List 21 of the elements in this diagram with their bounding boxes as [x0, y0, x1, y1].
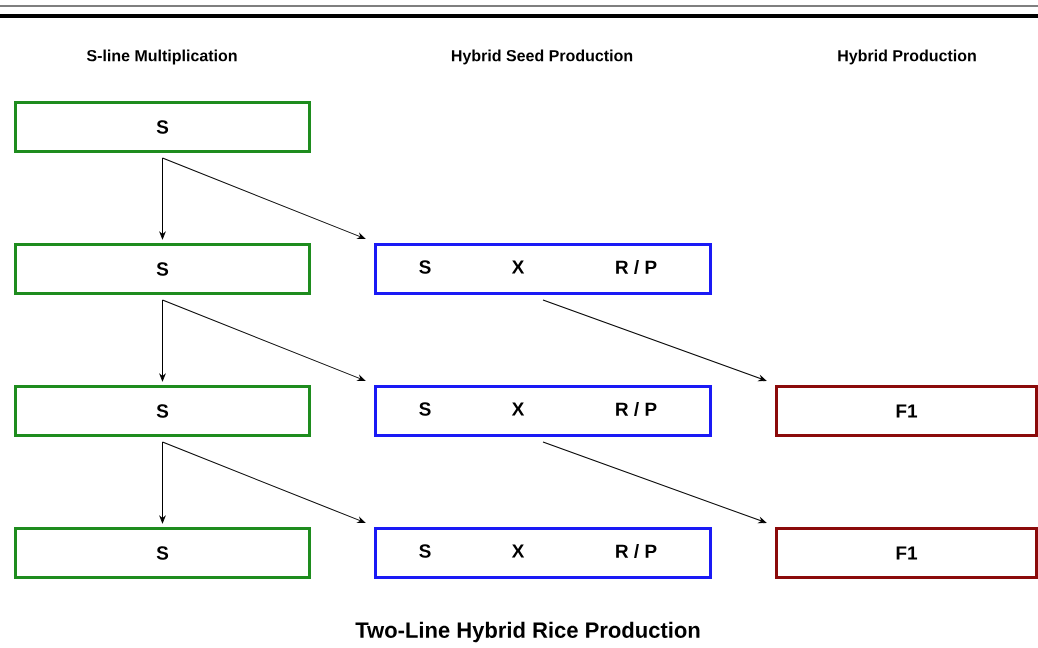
arrow: [542, 441, 767, 524]
column-heading: Hybrid Production: [838, 49, 976, 65]
column-heading: Hybrid Seed Production: [451, 49, 633, 65]
arrow: [159, 157, 166, 240]
process-box: S X R / P: [374, 385, 712, 437]
process-box: S X R / P: [374, 243, 712, 295]
arrow: [542, 299, 767, 382]
process-box: S: [14, 101, 311, 153]
process-box: S: [14, 527, 311, 579]
process-box: F1: [775, 527, 1038, 579]
arrow: [159, 299, 166, 382]
caption: Two-Line Hybrid Rice Production: [355, 621, 700, 643]
arrow: [162, 299, 366, 381]
process-box: S: [14, 243, 311, 295]
arrow: [159, 441, 166, 524]
arrow: [162, 157, 366, 239]
process-box: F1: [775, 385, 1038, 437]
process-box: S X R / P: [374, 527, 712, 579]
arrow: [162, 441, 366, 523]
column-heading: S-line Multiplication: [86, 49, 237, 65]
process-box: S: [14, 385, 311, 437]
